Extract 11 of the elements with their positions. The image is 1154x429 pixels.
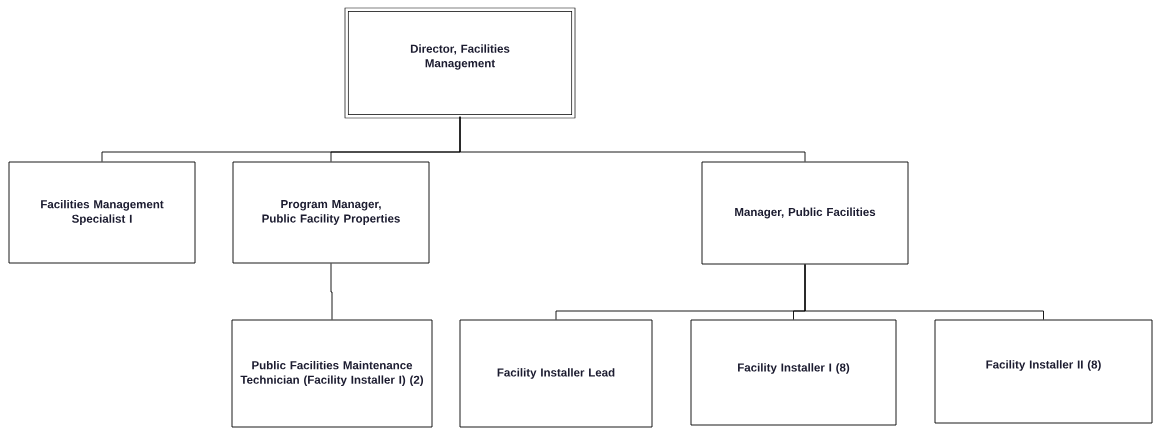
position-box: Facility Installer Lead <box>459 319 653 428</box>
position-box: Manager, Public Facilities <box>701 161 909 265</box>
position-box: Facility Installer II (8) <box>934 319 1153 424</box>
connector-line <box>330 263 333 320</box>
connector-line <box>804 264 1044 320</box>
connector-line <box>459 116 806 162</box>
position-box: Program Manager, Public Facility Properties <box>232 161 430 264</box>
position-box: Public Facilities Maintenance Technician (Facility Installer I) (2) <box>231 319 433 428</box>
position-box: Facility Installer I (8) <box>690 319 897 426</box>
title-box: Director, Facilities Management <box>344 7 576 119</box>
position-box: Facilities Management Specialist I <box>8 161 196 264</box>
